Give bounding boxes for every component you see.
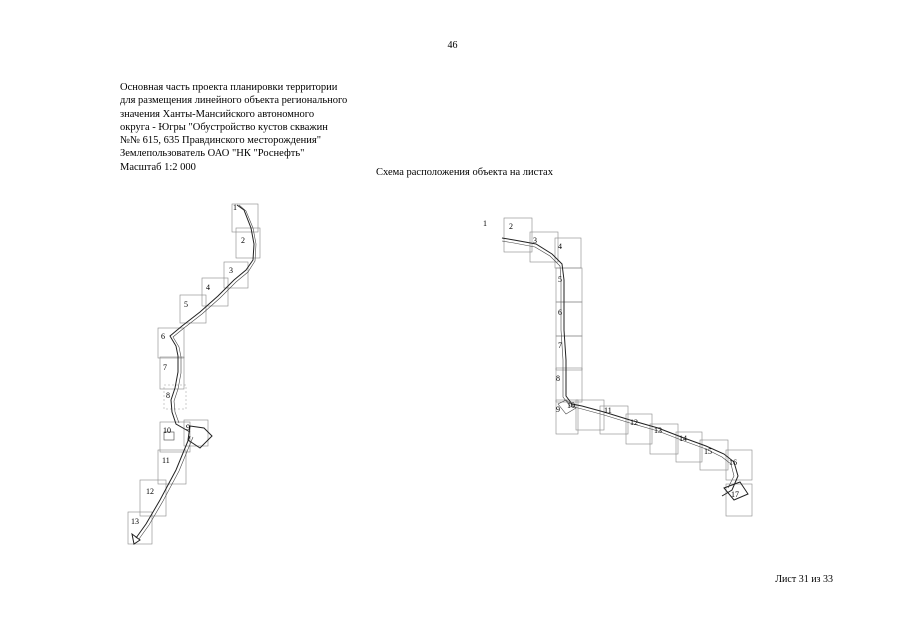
branch-end-marker <box>131 532 141 545</box>
sheet-label: 6 <box>558 308 562 317</box>
sheet-label: 2 <box>241 236 245 245</box>
sheet-label: 7 <box>558 341 562 350</box>
sheet-frame <box>159 356 185 390</box>
sheet-frame <box>231 203 259 233</box>
sheet-label: 2 <box>509 222 513 231</box>
sheet-frame <box>139 479 167 517</box>
well-pad-outline <box>187 425 213 449</box>
sheet-frame <box>529 231 559 263</box>
page-number: 46 <box>447 40 458 51</box>
sheet-label: 3 <box>533 236 537 245</box>
sheet-frame <box>127 511 153 545</box>
left-route-line <box>169 204 255 433</box>
sheet-label: 1 <box>483 219 487 228</box>
sheet-label: 1 <box>233 203 237 212</box>
right-scheme: 1 2 3 4 5 6 7 8 9 10 11 12 13 14 15 16 1… <box>483 217 753 517</box>
sheet-label: 11 <box>162 456 170 465</box>
sheet-frame <box>555 367 583 403</box>
header-line: для размещения линейного объекта региона… <box>120 95 348 107</box>
sheet-label: 4 <box>558 242 562 251</box>
sheet-frame <box>201 277 229 307</box>
sheet-label: 16 <box>729 458 737 467</box>
sheet-frame <box>555 335 583 371</box>
right-route-line <box>501 237 739 497</box>
left-branch-line-parallel <box>138 436 194 540</box>
sheet-frame <box>183 419 209 447</box>
sheet-label: 5 <box>558 275 562 284</box>
sheet-frame <box>725 483 753 517</box>
header-line: значения Ханты-Мансийского автономного <box>120 108 315 120</box>
sheet-frame <box>223 261 249 289</box>
sheet-label: 12 <box>630 418 638 427</box>
scheme-title: Схема расположения объекта на листах <box>376 167 553 178</box>
left-scheme: 1 2 3 4 5 6 7 8 9 10 11 12 13 <box>127 203 261 545</box>
sheet-frame <box>699 439 729 471</box>
sheet-label: 9 <box>556 405 560 414</box>
header-line: Землепользователь ОАО "НК "Роснефть" <box>120 148 305 160</box>
sheet-frame <box>235 227 261 259</box>
well-pad-outline <box>723 481 749 501</box>
sheet-label: 8 <box>556 374 560 383</box>
sheet-label: 5 <box>184 300 188 309</box>
right-route-line-parallel <box>501 240 735 489</box>
junction-outline <box>557 399 577 415</box>
sheet-label: 7 <box>163 363 167 372</box>
header-line: Масштаб 1:2 000 <box>120 161 196 173</box>
sheet-label: 11 <box>604 406 612 415</box>
sheet-label: 4 <box>206 283 210 292</box>
sheet-label: 6 <box>161 332 165 341</box>
header-line: округа - Югры "Обустройство кустов скваж… <box>120 121 328 133</box>
left-route-line-parallel <box>172 204 257 424</box>
sheet-counter: Лист 31 из 33 <box>775 574 833 585</box>
sheet-frame <box>555 267 583 303</box>
sheet-label: 13 <box>131 517 139 526</box>
sheet-label: 3 <box>229 266 233 275</box>
sheet-label: 10 <box>567 401 575 410</box>
sheet-frame <box>555 399 579 435</box>
sheet-frame <box>725 449 753 481</box>
sheet-label: 10 <box>163 426 171 435</box>
header-line: №№ 615, 635 Правдинского месторождения" <box>120 135 321 147</box>
sheet-label: 13 <box>654 426 662 435</box>
project-header: Основная часть проекта планировки террит… <box>120 81 420 174</box>
sheet-frame <box>675 431 703 463</box>
header-line: Основная часть проекта планировки террит… <box>120 82 338 93</box>
sheet-frame <box>179 294 207 324</box>
facility-block <box>163 431 175 441</box>
sheet-label: 8 <box>166 391 170 400</box>
sheet-label: 15 <box>704 447 712 456</box>
left-branch-line <box>135 435 191 539</box>
sheet-frame <box>157 327 185 359</box>
sheet-frame <box>503 217 533 253</box>
sheet-label: 14 <box>679 434 687 443</box>
sheet-frame <box>599 405 629 435</box>
sheet-label: 17 <box>731 490 739 499</box>
sheet-label: 12 <box>146 487 154 496</box>
sheet-label: 9 <box>186 423 190 432</box>
